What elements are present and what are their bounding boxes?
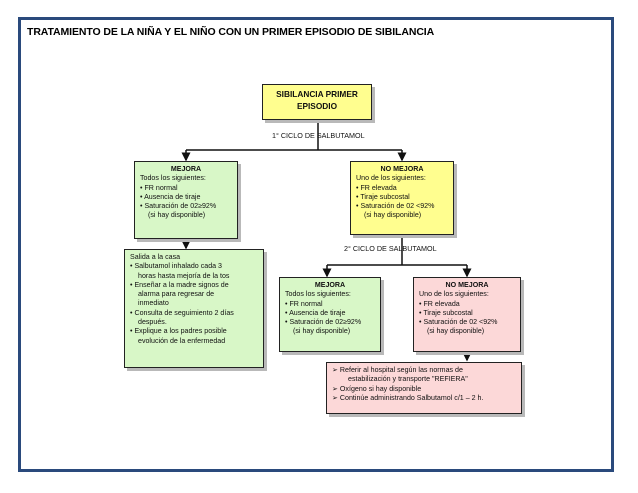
no-mejora2-line: • FR elevada <box>419 299 460 308</box>
salida-line: • Salbutamol inhalado cada 3 <box>130 262 223 271</box>
salida-line: evolución de la enfermedad <box>138 336 226 345</box>
no-mejora1-header: NO MEJORA <box>380 165 424 173</box>
salida-line: • Explique a los padres posible <box>130 327 227 336</box>
mejora1-box: MEJORA Todos los siguientes: • FR normal… <box>134 161 238 239</box>
start-line-1: SIBILANCIA PRIMER <box>276 89 358 99</box>
refiera-line: estabilización y transporte "REFIERA" <box>348 375 468 384</box>
refiera-line: ➢ Continúe administrando Salbutamol c/1 … <box>332 393 484 402</box>
salida-line: alarma para regresar de <box>138 290 215 299</box>
mejora2-line: • Ausencia de tiraje <box>285 308 346 317</box>
no-mejora1-box: NO MEJORA Uno de los siguientes: • FR el… <box>350 161 454 235</box>
salida-line: Salida a la casa <box>130 253 181 261</box>
salida-line: inmediato <box>138 299 169 308</box>
mejora1-header: MEJORA <box>170 165 202 173</box>
salida-line: después. <box>138 318 167 327</box>
mejora1-line: Todos los siguientes: <box>140 174 206 183</box>
no-mejora2-line: Uno de los siguientes: <box>419 290 489 299</box>
no-mejora2-box: NO MEJORA Uno de los siguientes: • FR el… <box>413 277 521 352</box>
salida-line: • Consulta de seguimiento 2 días <box>130 308 234 317</box>
no-mejora1-line: • FR elevada <box>356 183 397 192</box>
no-mejora1-line: • Tiraje subcostal <box>356 192 410 201</box>
mejora1-line: • Ausencia de tiraje <box>140 192 201 201</box>
refiera-box: ➢ Referir al hospital según las normas d… <box>326 362 522 414</box>
no-mejora2-line: • Tiraje subcostal <box>419 308 473 317</box>
mejora2-line: Todos los siguientes: <box>285 290 351 299</box>
mejora1-line: • FR normal <box>140 183 178 192</box>
start-line-2: EPISODIO <box>296 100 338 111</box>
mejora2-line: • Saturación de 02≥92% <box>285 318 362 327</box>
no-mejora1-line: • Saturación de 02 <92% <box>356 202 435 211</box>
no-mejora2-line: • Saturación de 02 <92% <box>419 318 498 327</box>
cycle1-label: 1° CICLO DE SALBUTAMOL <box>272 131 365 140</box>
no-mejora1-line: (si hay disponible) <box>364 211 422 220</box>
mejora2-line: • FR normal <box>285 299 323 308</box>
mejora2-line: (si hay disponible) <box>293 327 351 336</box>
cycle2-label: 2° CICLO DE SALBUTAMOL <box>344 244 437 253</box>
start-box: SIBILANCIA PRIMER EPISODIO <box>262 84 372 120</box>
mejora1-line: (si hay disponible) <box>148 211 206 220</box>
mejora2-box: MEJORA Todos los siguientes: • FR normal… <box>279 277 381 352</box>
mejora1-line: • Saturación de 02≥92% <box>140 202 217 211</box>
refiera-line: ➢ Oxígeno si hay disponible <box>332 384 422 393</box>
salida-box: Salida a la casa • Salbutamol inhalado c… <box>124 249 264 368</box>
page-title: TRATAMIENTO DE LA NIÑA Y EL NIÑO CON UN … <box>27 26 435 38</box>
no-mejora1-line: Uno de los siguientes: <box>356 174 426 183</box>
mejora2-header: MEJORA <box>314 281 346 289</box>
salida-line: horas hasta mejoría de la tos <box>138 271 230 280</box>
refiera-line: ➢ Referir al hospital según las normas d… <box>332 366 463 374</box>
no-mejora2-line: (si hay disponible) <box>427 327 485 336</box>
no-mejora2-header: NO MEJORA <box>445 281 489 289</box>
salida-line: • Enseñar a la madre signos de <box>130 280 229 289</box>
